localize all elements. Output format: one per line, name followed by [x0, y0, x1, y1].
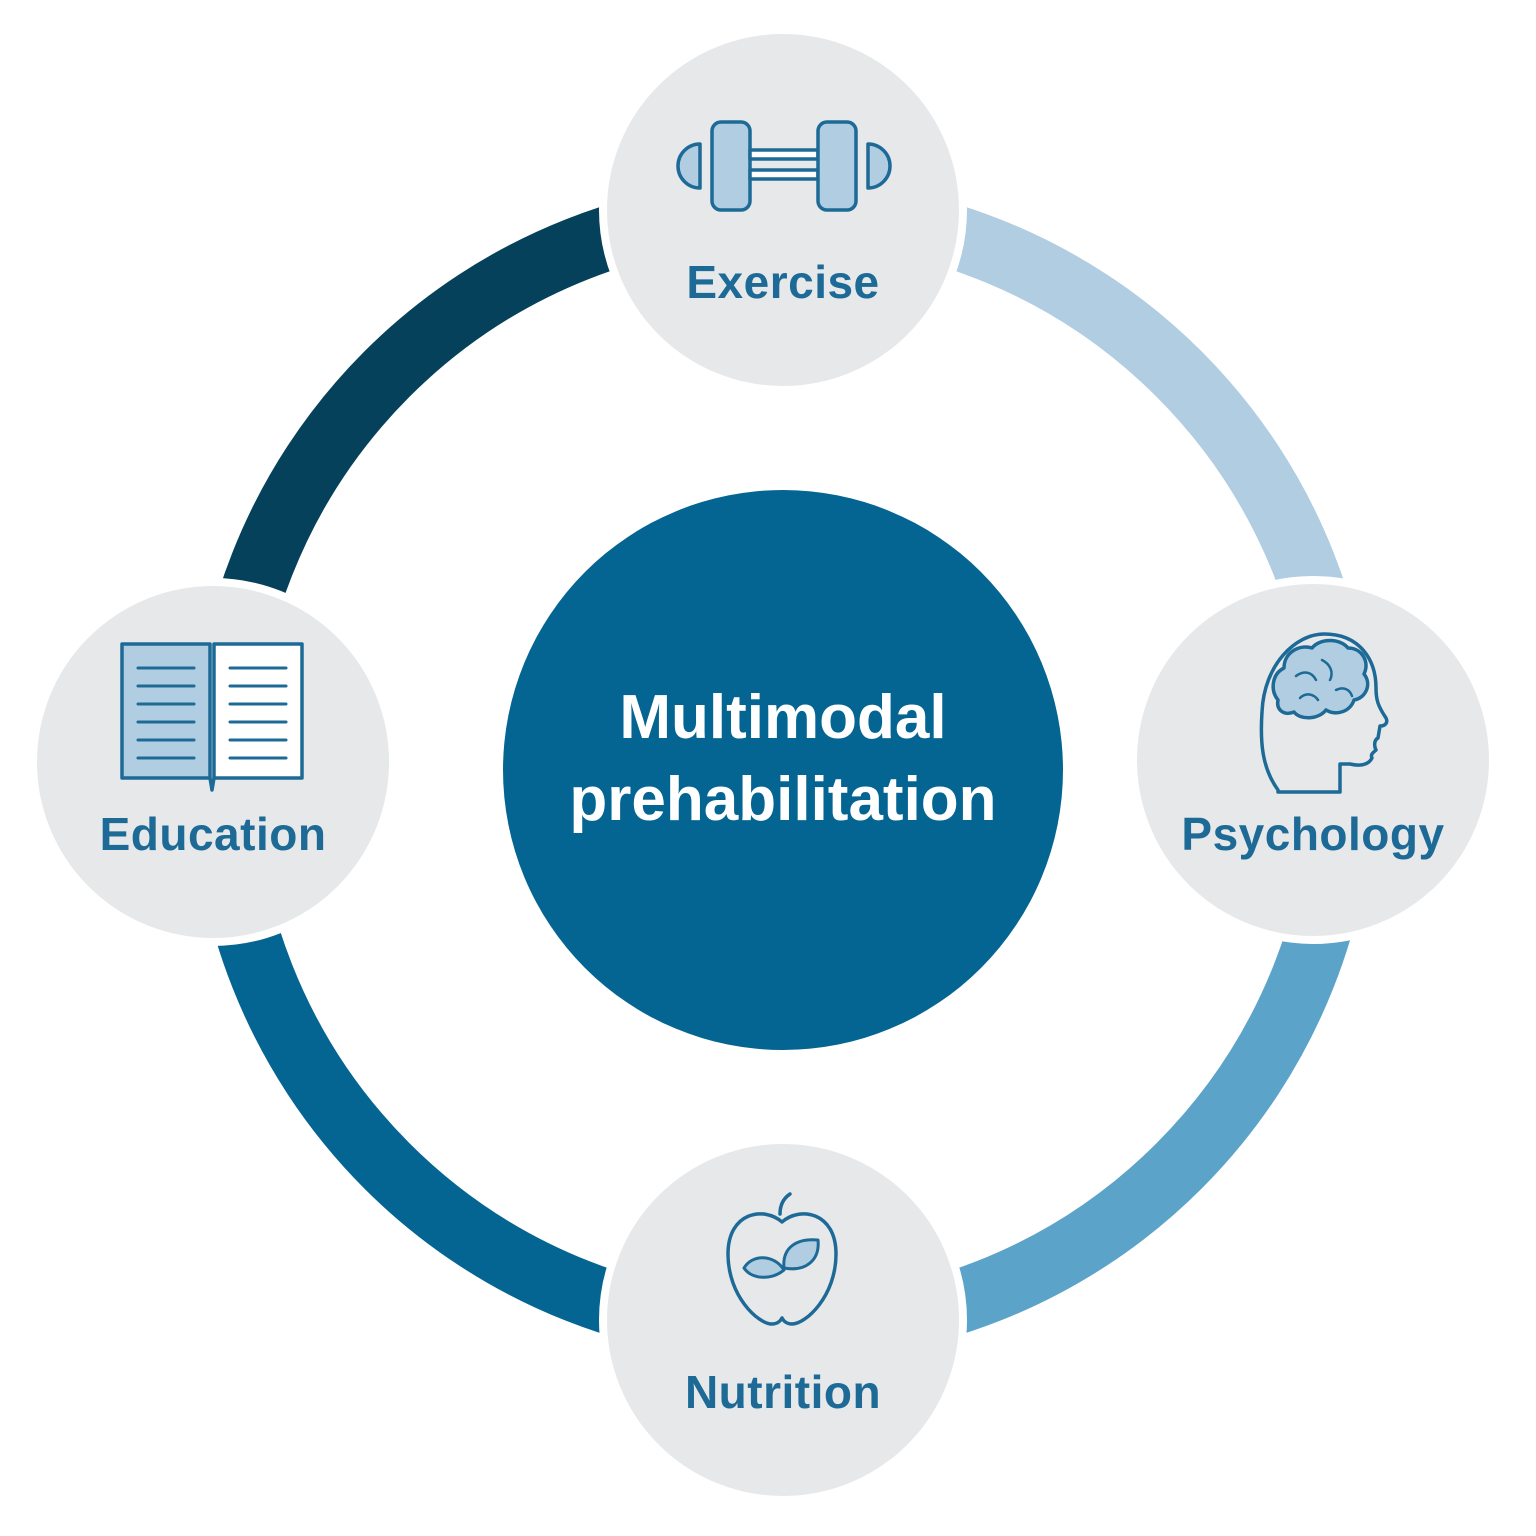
- center-title-line2: prehabilitation: [569, 765, 996, 834]
- book-spine: [208, 777, 216, 792]
- node-exercise: Exercise: [599, 26, 967, 394]
- node-psychology-label: Psychology: [1181, 808, 1444, 860]
- node-nutrition-label: Nutrition: [685, 1366, 881, 1418]
- center-circle: [503, 490, 1063, 1050]
- center-title-line1: Multimodal: [619, 683, 946, 752]
- open-book-icon: [120, 642, 304, 792]
- node-nutrition: Nutrition: [599, 1136, 967, 1504]
- node-psychology-circle: [1129, 576, 1497, 944]
- book-left-page: [120, 642, 212, 780]
- node-education: Education: [29, 578, 397, 946]
- apple-outline: [726, 1212, 838, 1326]
- book-text-lines: [136, 666, 288, 760]
- node-education-label: Education: [100, 808, 327, 860]
- apple-leaf-right: [782, 1238, 820, 1271]
- head-brain-icon: [1259, 632, 1389, 794]
- head-outline: [1259, 632, 1389, 794]
- center-node: Multimodal prehabilitation: [503, 490, 1063, 1050]
- apple-leaf-left: [742, 1256, 786, 1279]
- node-exercise-circle: [599, 26, 967, 394]
- apple-icon: [726, 1192, 838, 1326]
- node-exercise-label: Exercise: [686, 256, 879, 308]
- apple-stem: [778, 1192, 792, 1216]
- brain-shape: [1271, 638, 1370, 720]
- dumbbell-icon: [676, 120, 892, 212]
- node-psychology: Psychology: [1129, 576, 1497, 944]
- book-right-page: [212, 642, 304, 780]
